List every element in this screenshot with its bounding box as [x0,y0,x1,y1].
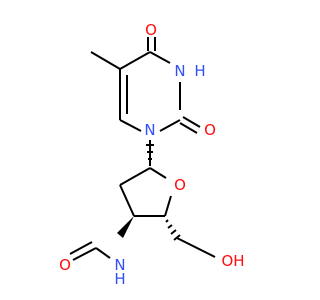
bond-c4-n3 [149,51,171,64]
atom-n-amide: N [114,256,125,274]
atom-o-ring: O [174,176,186,194]
bond-c4prime-ch2-hash-3 [170,229,177,235]
bond-c4prime-ch2-hash-1 [165,219,169,223]
bond-c3prime-c2prime [119,184,135,217]
atom-o-formyl: O [59,256,71,274]
bond-c1prime-o4prime [149,167,167,179]
bond-ch2-oh [176,237,216,258]
atom-h-n3: H [194,62,205,80]
atom-o-c2: O [204,121,216,139]
bond-c3prime-n-wedge [117,216,134,238]
atom-oh: OH [221,252,244,270]
bond-n-formyl [95,247,111,259]
bond-c2-n1 [159,119,181,132]
atom-o-c4: O [145,21,157,39]
bond-c5-c4 [119,51,151,70]
bond-c2prime-c1prime [119,167,151,186]
bond-c4prime-ch2-hash-4 [173,234,181,241]
bond-formyl-c-o-b [69,241,93,255]
bond-c2-o-double-a [179,122,198,134]
bond-n1-c6 [119,119,142,132]
atom-h-amide: H [114,270,125,288]
bond-c2-o-double-b [182,116,201,128]
molecule-diagram: O H N O N O N H O OH [59,21,244,288]
atom-n1: N [144,121,155,139]
bond-o4prime-c4prime [164,195,172,217]
atom-n3: N [174,62,185,80]
bond-c5-methyl [90,51,121,70]
bond-formyl-c-o-a [72,247,97,261]
bond-c4prime-ch2-hash-2 [167,224,173,229]
